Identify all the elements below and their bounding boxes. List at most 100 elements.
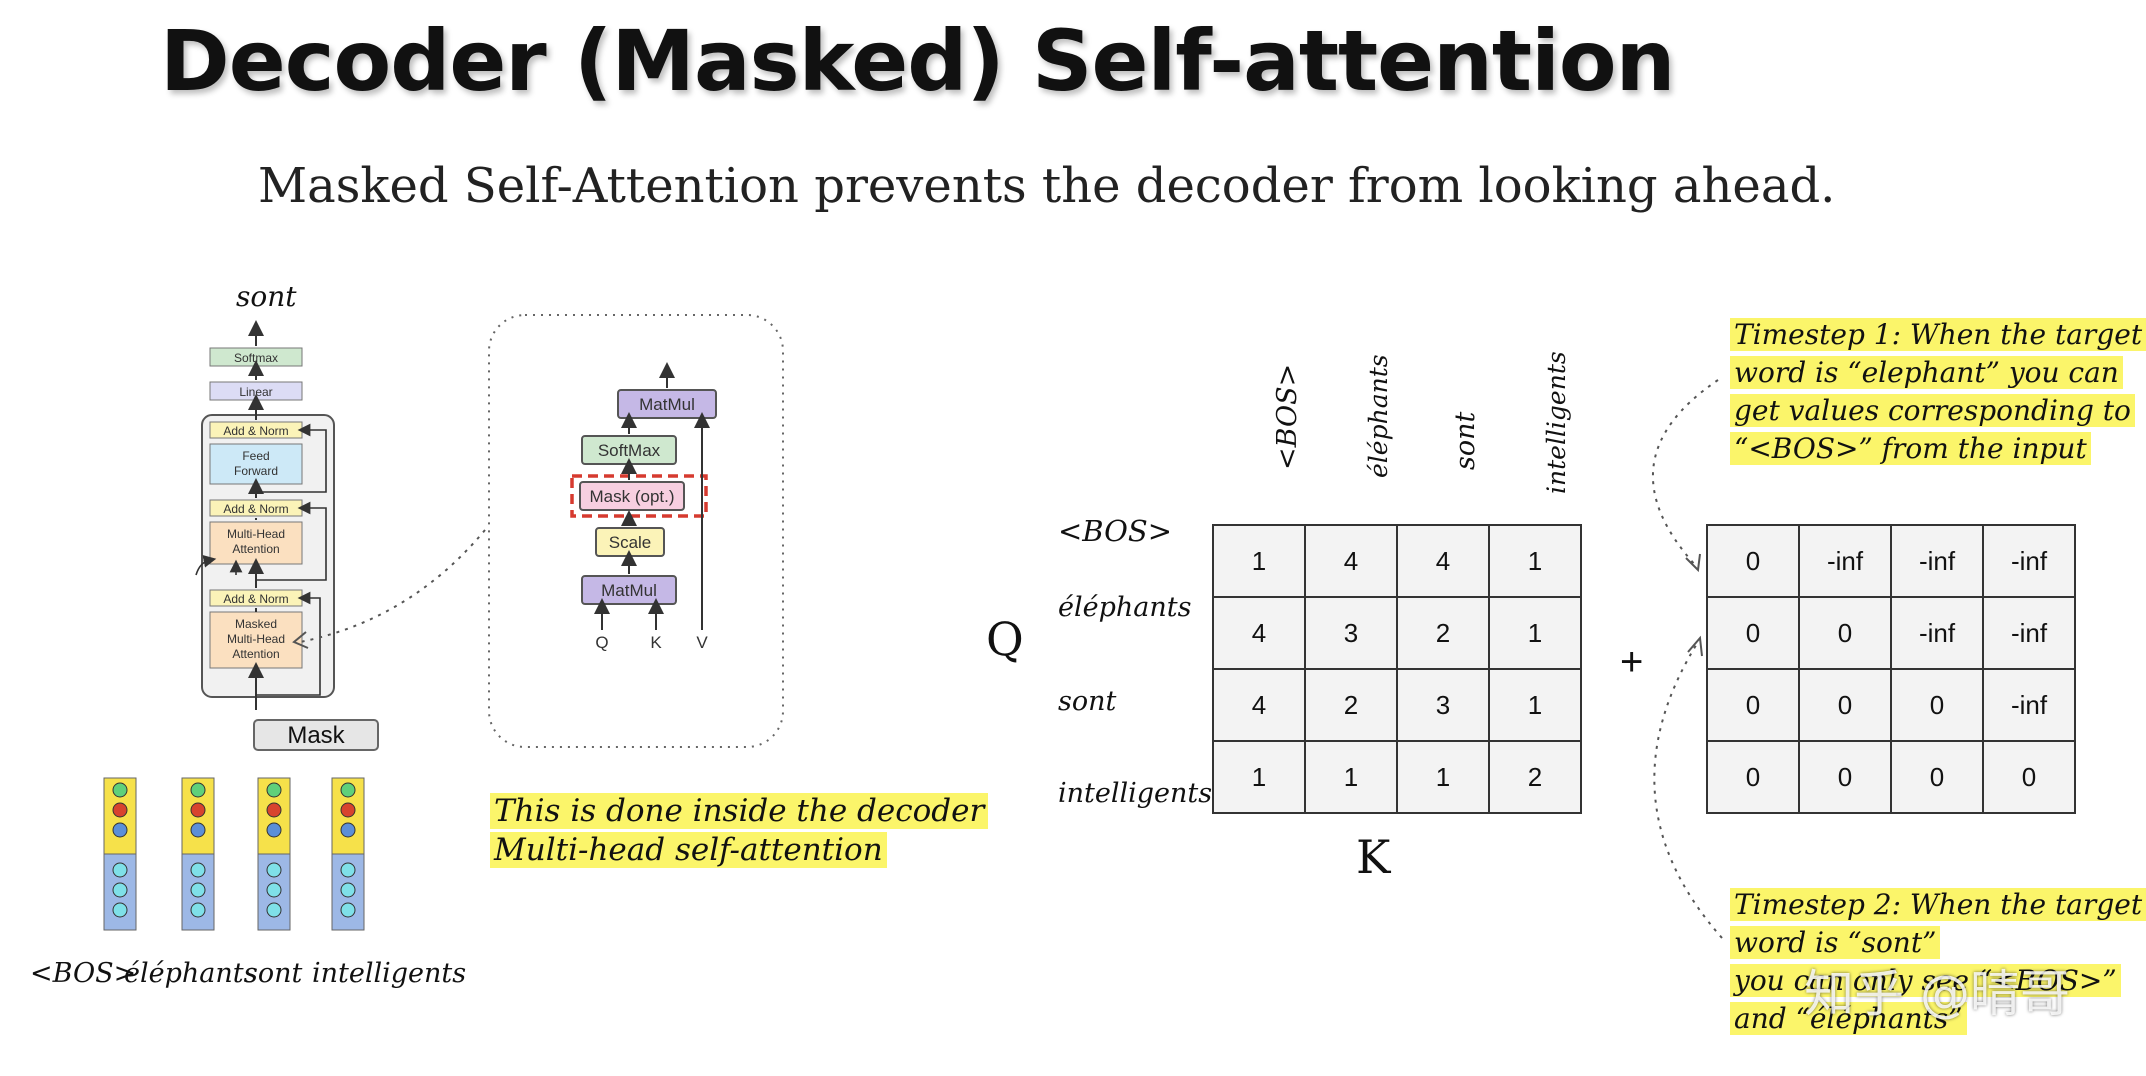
note-timestep-2-line: word is “sont” (1730, 926, 1941, 959)
token-label: sont (244, 958, 303, 989)
decoder-diagram: Softmax Linear Add & Norm Feed Forward A… (103, 320, 379, 931)
scale-label: Scale (609, 533, 652, 552)
masked-label-3: Attention (232, 647, 279, 661)
mask-button (253, 719, 379, 751)
linear-label: Linear (239, 385, 272, 399)
matrix-cell: 2 (1396, 596, 1490, 670)
matrix-row: 1 4 4 1 (1212, 524, 1582, 598)
matrix-row: 0 0 0 0 (1706, 740, 2076, 814)
input-q: Q (595, 633, 608, 652)
output-word: sont (236, 280, 297, 313)
mask-detail-label: Mask (opt.) (589, 487, 674, 506)
detail-dotted-frame (488, 314, 784, 748)
masked-label-1: Masked (235, 617, 277, 631)
note-timestep-2-line: and “éléphants” (1730, 1002, 1967, 1035)
watermark: 知乎 @晴哥 (1804, 965, 2070, 1023)
token-label: intelligents (312, 958, 467, 989)
dotted-connector (292, 529, 486, 649)
matrix-cell: -inf (1982, 668, 2076, 742)
note-timestep-1: Timestep 1: When the target word is “ele… (1730, 316, 2146, 468)
matrix-row: 0 0 -inf -inf (1706, 596, 2076, 670)
matmul-bottom-label: MatMul (601, 581, 657, 600)
mask-matrix: 0 -inf -inf -inf 0 0 -inf -inf 0 0 0 -in… (1706, 524, 2076, 814)
matrix-cell: 0 (1706, 524, 1800, 598)
mha-label-1: Multi-Head (227, 527, 285, 541)
masked-label-2: Multi-Head (227, 632, 285, 646)
input-v: V (696, 633, 708, 652)
matrix-cell: 0 (1982, 740, 2076, 814)
mask-highlight-box (570, 474, 708, 518)
matrix-cell: 1 (1488, 596, 1582, 670)
row-label: éléphants (1058, 592, 1192, 623)
note-timestep-1-line: Timestep 1: When the target (1730, 318, 2146, 351)
note-timestep-2-line: Timestep 2: When the target (1730, 888, 2146, 921)
note-timestep-2-line: you can only see “<BOS>” (1730, 964, 2121, 997)
col-label: intelligents (1542, 351, 1571, 494)
token-vector (331, 777, 365, 931)
matrix-cell: 0 (1798, 740, 1892, 814)
matrix-cell: 0 (1890, 740, 1984, 814)
note-timestep-1-line: get values corresponding to (1730, 394, 2135, 427)
matmul-bottom-block (581, 575, 677, 605)
q-label: Q (986, 612, 1024, 666)
note-timestep-1-line: word is “elephant” you can (1730, 356, 2123, 389)
matrix-cell: 2 (1304, 668, 1398, 742)
matrix-cell: 1 (1488, 524, 1582, 598)
input-k: K (650, 633, 662, 652)
plus-sign: + (1620, 640, 1644, 684)
matrix-cell: 4 (1212, 668, 1306, 742)
note-timestep-1-line: “<BOS>” from the input (1730, 432, 2091, 465)
matrix-cell: 4 (1212, 596, 1306, 670)
matrix-cell: 3 (1396, 668, 1490, 742)
page-title: Decoder (Masked) Self-attention (160, 12, 1675, 110)
timestep-connectors (1651, 379, 1723, 939)
feed-forward-label-1: Feed (242, 449, 269, 463)
matrix-row: 4 3 2 1 (1212, 596, 1582, 670)
note-timestep-2: Timestep 2: When the target word is “son… (1730, 886, 2146, 1038)
matrix-cell: 0 (1706, 596, 1800, 670)
row-label: <BOS> (1058, 514, 1173, 548)
matrix-cell: 1 (1396, 740, 1490, 814)
note-decoder-line: This is done inside the decoder (490, 793, 989, 829)
matrix-cell: 0 (1890, 668, 1984, 742)
feed-forward-block (209, 443, 303, 485)
note-decoder-line: Multi-head self-attention (490, 832, 887, 868)
token-vector (103, 777, 137, 931)
matrix-cell: 4 (1304, 524, 1398, 598)
matrix-cell: -inf (1798, 524, 1892, 598)
matrix-cell: -inf (1982, 596, 2076, 670)
matrix-cell: -inf (1982, 524, 2076, 598)
matrix-cell: 1 (1212, 524, 1306, 598)
matrix-cell: 1 (1304, 740, 1398, 814)
mha-label-2: Attention (232, 542, 279, 556)
row-label: sont (1058, 686, 1117, 717)
col-label: <BOS> (1272, 363, 1303, 470)
softmax-detail-label: SoftMax (598, 441, 661, 460)
matrix-cell: 0 (1798, 596, 1892, 670)
token-vector (181, 777, 215, 931)
matrix-cell: 4 (1396, 524, 1490, 598)
add-norm-label: Add & Norm (223, 592, 288, 606)
matrix-cell: -inf (1890, 596, 1984, 670)
matrix-cell: 2 (1488, 740, 1582, 814)
col-label: éléphants (1364, 354, 1393, 478)
matrix-cell: 0 (1798, 668, 1892, 742)
matrix-cell: -inf (1890, 524, 1984, 598)
matrix-row: 1 1 1 2 (1212, 740, 1582, 814)
matrix-cell: 1 (1488, 668, 1582, 742)
matrix-row: 0 0 0 -inf (1706, 668, 2076, 742)
matrix-cell: 0 (1706, 740, 1800, 814)
matrix-cell: 3 (1304, 596, 1398, 670)
softmax-label: Softmax (234, 351, 278, 365)
token-label: éléphants (124, 958, 258, 989)
attention-detail: MatMul SoftMax Mask (opt.) Scale MatMul … (488, 314, 784, 748)
row-label: intelligents (1058, 778, 1213, 809)
matrix-row: 0 -inf -inf -inf (1706, 524, 2076, 598)
score-matrix: 1 4 4 1 4 3 2 1 4 2 3 1 1 1 1 2 (1212, 524, 1582, 814)
mask-label: Mask (287, 722, 345, 749)
note-decoder: This is done inside the decoder Multi-he… (490, 792, 989, 870)
col-label: sont (1450, 411, 1481, 470)
page-subtitle: Masked Self-Attention prevents the decod… (258, 158, 1836, 214)
matrix-row: 4 2 3 1 (1212, 668, 1582, 742)
matmul-top-block (617, 389, 717, 419)
